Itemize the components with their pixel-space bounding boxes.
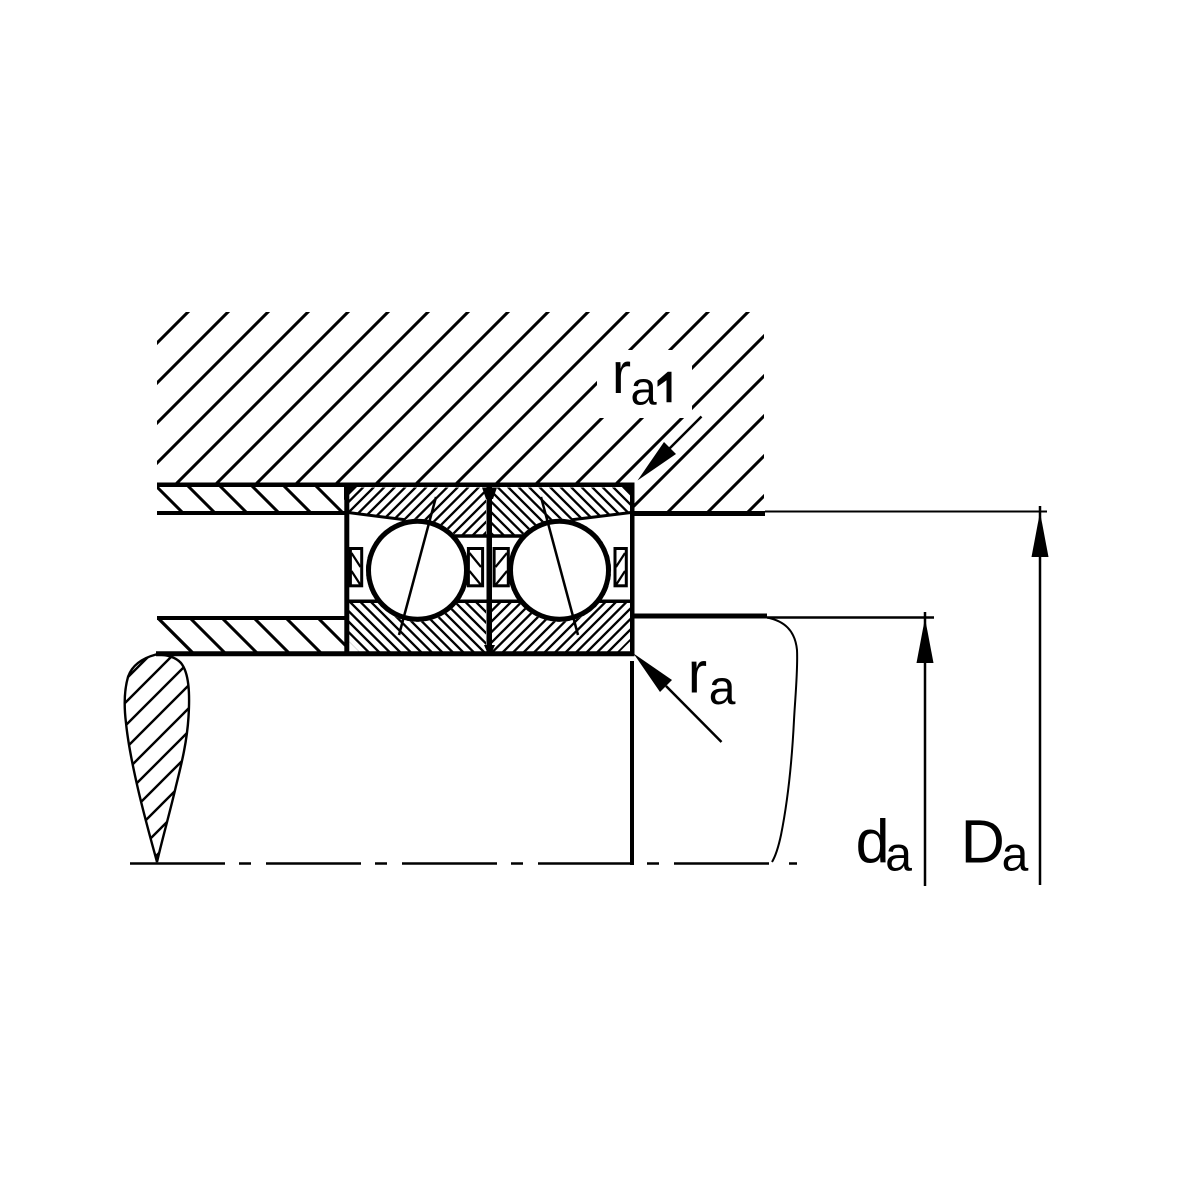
svg-text:d: d [856,808,890,876]
svg-text:a: a [1002,829,1029,882]
svg-text:a: a [631,362,658,415]
svg-text:D: D [961,808,1005,876]
svg-text:r: r [612,341,631,406]
svg-text:r: r [688,641,707,706]
svg-text:a: a [709,662,736,715]
svg-text:a: a [885,829,912,882]
